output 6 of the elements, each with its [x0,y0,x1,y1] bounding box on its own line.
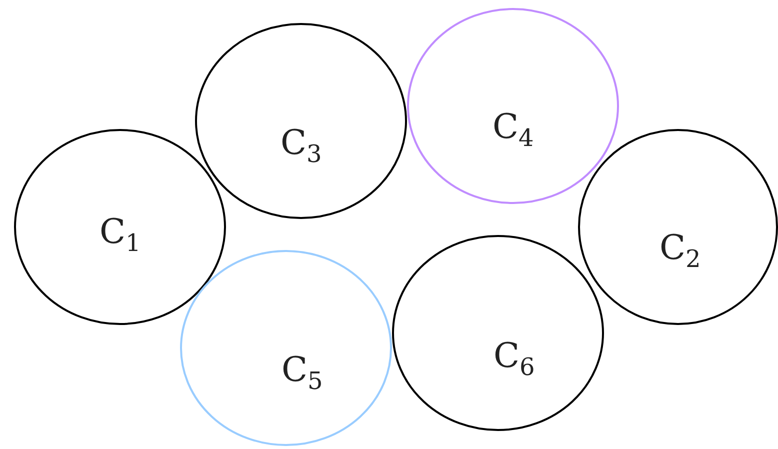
set-label: C$_{6}$ [494,339,535,379]
set-label: C$_{3}$ [280,126,322,166]
set-label: C$_{1}$ [100,215,141,255]
set-label: C$_{4}$ [492,110,534,150]
set-label: C$_{5}$ [282,353,323,393]
set-label: C$_{2}$ [660,231,701,271]
